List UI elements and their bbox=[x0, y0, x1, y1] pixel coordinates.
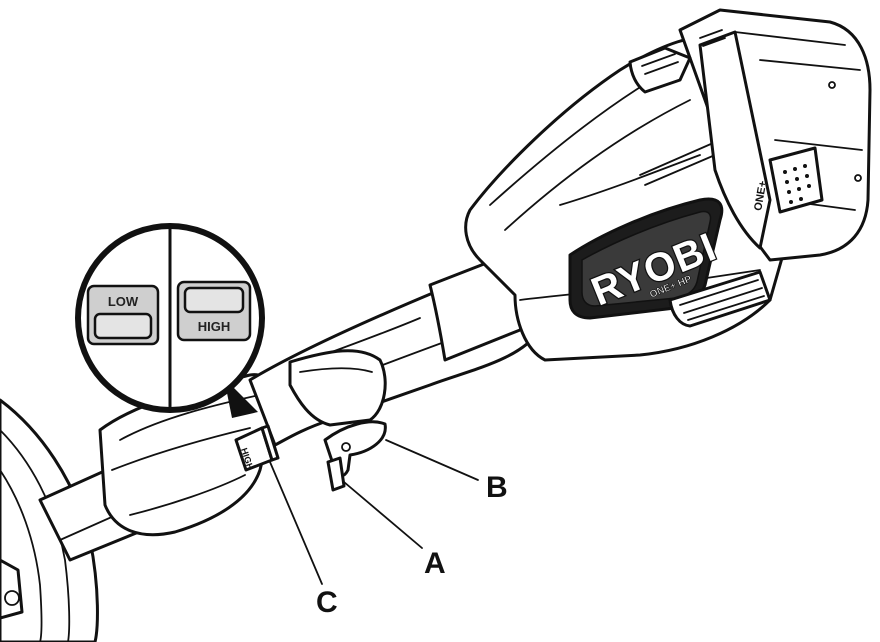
low-setting-view: LOW bbox=[86, 284, 160, 346]
leader-line-c bbox=[269, 461, 323, 585]
leader-lines bbox=[269, 439, 479, 585]
speed-switch: HIGH bbox=[234, 424, 280, 472]
high-label: HIGH bbox=[198, 319, 231, 334]
low-label: LOW bbox=[108, 294, 139, 309]
battery-pack: ONE+ bbox=[628, 8, 872, 262]
battery-badge: ONE+ bbox=[752, 180, 769, 212]
speed-switch-inset: LOW HIGH bbox=[75, 223, 265, 418]
leader-line-a bbox=[343, 481, 423, 549]
air-vents bbox=[668, 270, 772, 328]
callout-b: B bbox=[486, 471, 508, 504]
trigger bbox=[323, 420, 387, 492]
trimmer-head-guard bbox=[0, 398, 99, 642]
high-setting-view: HIGH bbox=[176, 280, 252, 342]
battery-grip-texture bbox=[768, 146, 824, 214]
leader-line-b bbox=[385, 439, 479, 481]
callout-a: A bbox=[424, 547, 446, 580]
callout-c: C bbox=[316, 586, 338, 619]
